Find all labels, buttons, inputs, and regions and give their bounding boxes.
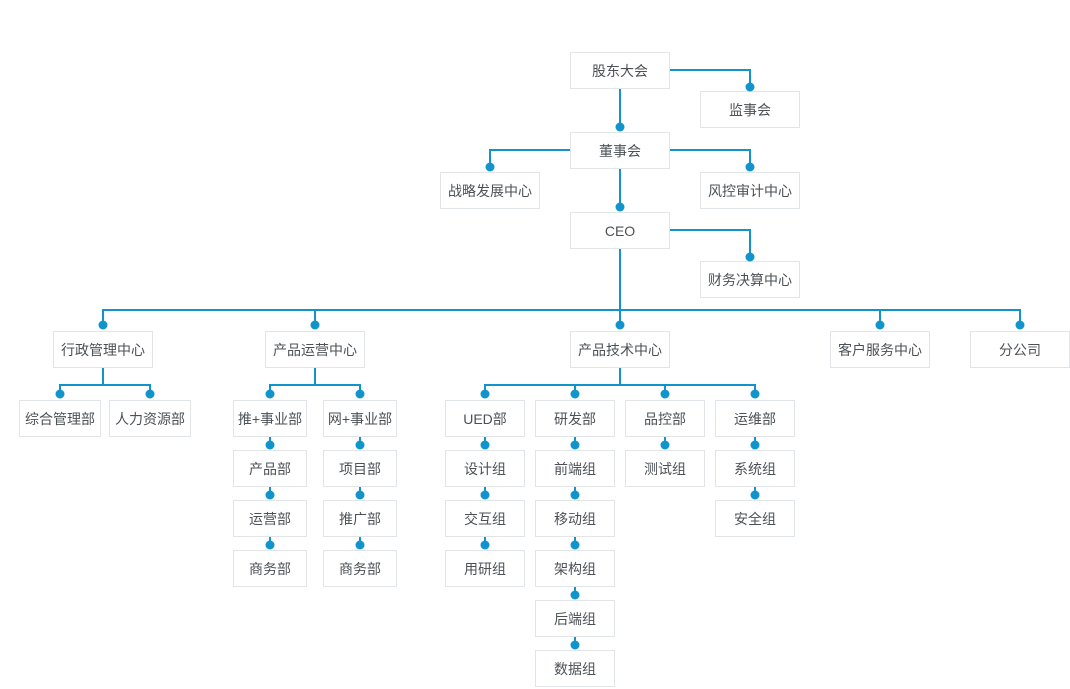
connector-dot bbox=[570, 389, 580, 399]
org-node-mobile-group[interactable]: 移动组 bbox=[535, 500, 615, 537]
connector-line bbox=[490, 149, 570, 151]
connector-dot bbox=[570, 540, 580, 550]
org-node-backend-group[interactable]: 后端组 bbox=[535, 600, 615, 637]
connector-line bbox=[619, 368, 621, 385]
org-node-security-group[interactable]: 安全组 bbox=[715, 500, 795, 537]
connector-line bbox=[749, 229, 751, 257]
org-node-ceo[interactable]: CEO bbox=[570, 212, 670, 249]
org-node-business-dept-1[interactable]: 商务部 bbox=[233, 550, 307, 587]
org-node-business-dept-2[interactable]: 商务部 bbox=[323, 550, 397, 587]
org-node-board-of-directors[interactable]: 董事会 bbox=[570, 132, 670, 169]
connector-dot bbox=[480, 540, 490, 550]
connector-dot bbox=[745, 82, 755, 92]
connector-dot bbox=[480, 389, 490, 399]
org-node-frontend-group[interactable]: 前端组 bbox=[535, 450, 615, 487]
connector-line bbox=[102, 368, 104, 385]
org-node-design-group[interactable]: 设计组 bbox=[445, 450, 525, 487]
connector-dot bbox=[98, 320, 108, 330]
org-node-product-ops-center[interactable]: 产品运营中心 bbox=[265, 331, 365, 368]
connector-line bbox=[670, 229, 751, 231]
connector-dot bbox=[660, 440, 670, 450]
connector-dot bbox=[145, 389, 155, 399]
connector-line bbox=[59, 384, 151, 386]
org-node-project-dept[interactable]: 项目部 bbox=[323, 450, 397, 487]
org-node-strategy-center[interactable]: 战略发展中心 bbox=[440, 172, 540, 209]
org-node-qc-dept[interactable]: 品控部 bbox=[625, 400, 705, 437]
org-node-shareholders-meeting[interactable]: 股东大会 bbox=[570, 52, 670, 89]
org-node-data-group[interactable]: 数据组 bbox=[535, 650, 615, 687]
org-node-operations-dept[interactable]: 运营部 bbox=[233, 500, 307, 537]
connector-dot bbox=[875, 320, 885, 330]
connector-dot bbox=[745, 252, 755, 262]
connector-dot bbox=[355, 440, 365, 450]
org-node-product-tech-center[interactable]: 产品技术中心 bbox=[570, 331, 670, 368]
org-node-user-research-group[interactable]: 用研组 bbox=[445, 550, 525, 587]
connector-dot bbox=[480, 490, 490, 500]
connector-line bbox=[670, 149, 750, 151]
org-node-ued-dept[interactable]: UED部 bbox=[445, 400, 525, 437]
connector-dot bbox=[745, 162, 755, 172]
connector-dot bbox=[750, 490, 760, 500]
connector-dot bbox=[570, 640, 580, 650]
connector-line bbox=[619, 169, 621, 207]
connector-dot bbox=[615, 202, 625, 212]
connector-dot bbox=[355, 490, 365, 500]
org-node-system-group[interactable]: 系统组 bbox=[715, 450, 795, 487]
connector-line bbox=[102, 309, 104, 325]
connector-line bbox=[619, 89, 621, 127]
connector-dot bbox=[750, 440, 760, 450]
org-node-tui-division[interactable]: 推+事业部 bbox=[233, 400, 307, 437]
connector-line bbox=[619, 249, 621, 325]
connector-line bbox=[103, 309, 1021, 311]
org-node-supervisory-board[interactable]: 监事会 bbox=[700, 91, 800, 128]
connector-dot bbox=[55, 389, 65, 399]
org-node-testing-group[interactable]: 测试组 bbox=[625, 450, 705, 487]
connector-dot bbox=[750, 389, 760, 399]
connector-line bbox=[749, 69, 751, 87]
connector-dot bbox=[485, 162, 495, 172]
org-node-customer-service-center[interactable]: 客户服务中心 bbox=[830, 331, 930, 368]
org-node-promotion-dept[interactable]: 推广部 bbox=[323, 500, 397, 537]
connector-dot bbox=[265, 389, 275, 399]
connector-dot bbox=[570, 590, 580, 600]
connector-dot bbox=[265, 540, 275, 550]
connector-dot bbox=[615, 320, 625, 330]
connector-line bbox=[484, 384, 756, 386]
connector-dot bbox=[570, 490, 580, 500]
org-node-ops-dept[interactable]: 运维部 bbox=[715, 400, 795, 437]
org-node-general-mgmt-dept[interactable]: 综合管理部 bbox=[19, 400, 101, 437]
org-node-finance-center[interactable]: 财务决算中心 bbox=[700, 261, 800, 298]
org-node-rnd-dept[interactable]: 研发部 bbox=[535, 400, 615, 437]
connector-dot bbox=[615, 122, 625, 132]
connector-dot bbox=[570, 440, 580, 450]
connector-dot bbox=[265, 490, 275, 500]
connector-dot bbox=[310, 320, 320, 330]
connector-line bbox=[749, 149, 751, 167]
org-node-product-dept[interactable]: 产品部 bbox=[233, 450, 307, 487]
connector-line bbox=[314, 368, 316, 385]
connector-line bbox=[879, 309, 881, 325]
connector-line bbox=[489, 149, 491, 167]
connector-line bbox=[314, 309, 316, 325]
connector-dot bbox=[355, 389, 365, 399]
org-node-hr-dept[interactable]: 人力资源部 bbox=[109, 400, 191, 437]
org-node-admin-center[interactable]: 行政管理中心 bbox=[53, 331, 153, 368]
connector-line bbox=[269, 384, 361, 386]
org-node-branch-company[interactable]: 分公司 bbox=[970, 331, 1070, 368]
connector-line bbox=[1019, 309, 1021, 325]
connector-dot bbox=[1015, 320, 1025, 330]
org-node-architecture-group[interactable]: 架构组 bbox=[535, 550, 615, 587]
connector-dot bbox=[265, 440, 275, 450]
connector-line bbox=[670, 69, 751, 71]
connector-dot bbox=[355, 540, 365, 550]
org-node-interaction-group[interactable]: 交互组 bbox=[445, 500, 525, 537]
org-node-risk-audit-center[interactable]: 风控审计中心 bbox=[700, 172, 800, 209]
connector-dot bbox=[480, 440, 490, 450]
org-node-wang-division[interactable]: 网+事业部 bbox=[323, 400, 397, 437]
connector-dot bbox=[660, 389, 670, 399]
